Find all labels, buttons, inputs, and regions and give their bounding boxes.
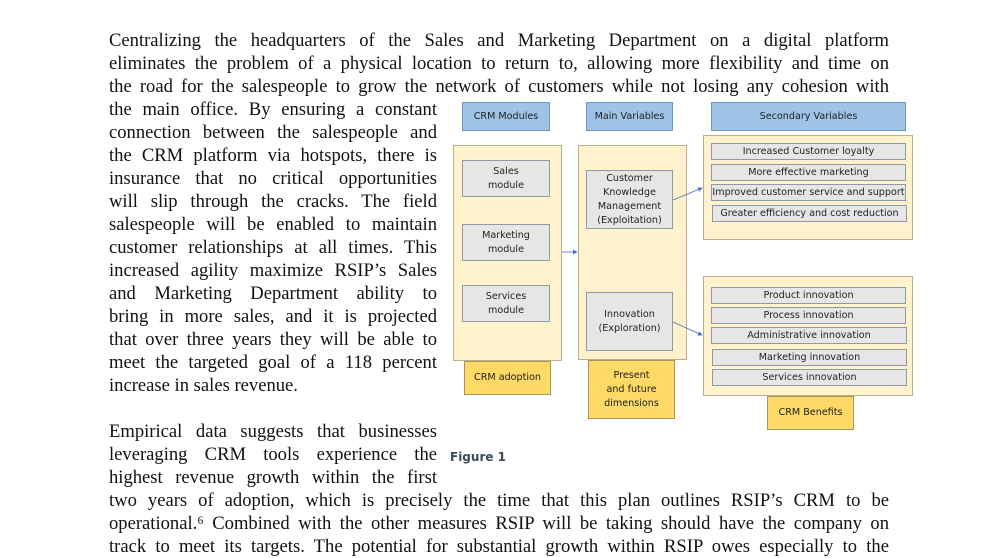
secondary-item: Product innovation [711, 287, 906, 304]
text-line: will slip through the cracks. The field [109, 191, 437, 212]
secondary-item: Increased Customer loyalty [711, 143, 906, 160]
secondary-item: Marketing innovation [712, 349, 907, 366]
services-module: Services module [462, 285, 550, 322]
figure-caption: Figure 1 [450, 450, 507, 464]
innovation-exploration: Innovation (Exploration) [586, 292, 673, 351]
arrow-ckm-to-secondary [672, 187, 703, 201]
text-line: eliminates the problem of a physical loc… [109, 53, 889, 74]
text-line: bring in more sales, and it is projected [109, 306, 437, 327]
secondary-item: More effective marketing [711, 164, 906, 181]
text-line: two years of adoption, which is precisel… [109, 490, 889, 511]
text-line: meet the targeted goal of a 118 percent [109, 352, 437, 373]
secondary-item: Improved customer service and support [711, 184, 906, 201]
text-line: leveraging CRM tools experience the [109, 444, 437, 465]
customer-knowledge-management: Customer Knowledge Management (Exploitat… [586, 170, 673, 229]
text-line: customer relationships at all times. Thi… [109, 237, 437, 258]
text-line: highest revenue growth within the first [109, 467, 437, 488]
text-line: and Marketing Department ability to [109, 283, 437, 304]
secondary-item: Services innovation [712, 369, 907, 386]
header-crm-modules: CRM Modules [462, 102, 550, 131]
crm-adoption-label: CRM adoption [464, 361, 551, 395]
header-main-variables: Main Variables [586, 102, 673, 131]
text-line: increase in sales revenue. [109, 375, 298, 396]
text-line: the road for the salespeople to grow the… [109, 76, 889, 97]
crm-benefits-label: CRM Benefits [767, 396, 854, 430]
present-future-dimensions-label: Present and future dimensions [588, 360, 675, 419]
marketing-module: Marketing module [462, 224, 550, 261]
text-line: connection between the salespeople and [109, 122, 437, 143]
text-line: Empirical data suggests that businesses [109, 421, 437, 442]
text-line: insurance that no critical opportunities [109, 168, 437, 189]
text-line: that over three years they will be able … [109, 329, 437, 350]
sales-module: Sales module [462, 160, 550, 197]
secondary-item: Process innovation [711, 307, 906, 324]
text-line: operational.⁶ Combined with the other me… [109, 513, 889, 534]
secondary-item: Greater efficiency and cost reduction [712, 205, 907, 222]
arrow-innovation-to-secondary [672, 321, 703, 336]
text-line: the main office. By ensuring a constant [109, 99, 437, 120]
text-line: increased agility maximize RSIP’s Sales [109, 260, 437, 281]
text-line: the CRM platform via hotspots, there is [109, 145, 437, 166]
header-secondary-variables: Secondary Variables [711, 102, 906, 131]
text-line: Centralizing the headquarters of the Sal… [109, 30, 889, 51]
secondary-item: Administrative innovation [711, 327, 907, 344]
text-line: salespeople will be enabled to maintain [109, 214, 437, 235]
